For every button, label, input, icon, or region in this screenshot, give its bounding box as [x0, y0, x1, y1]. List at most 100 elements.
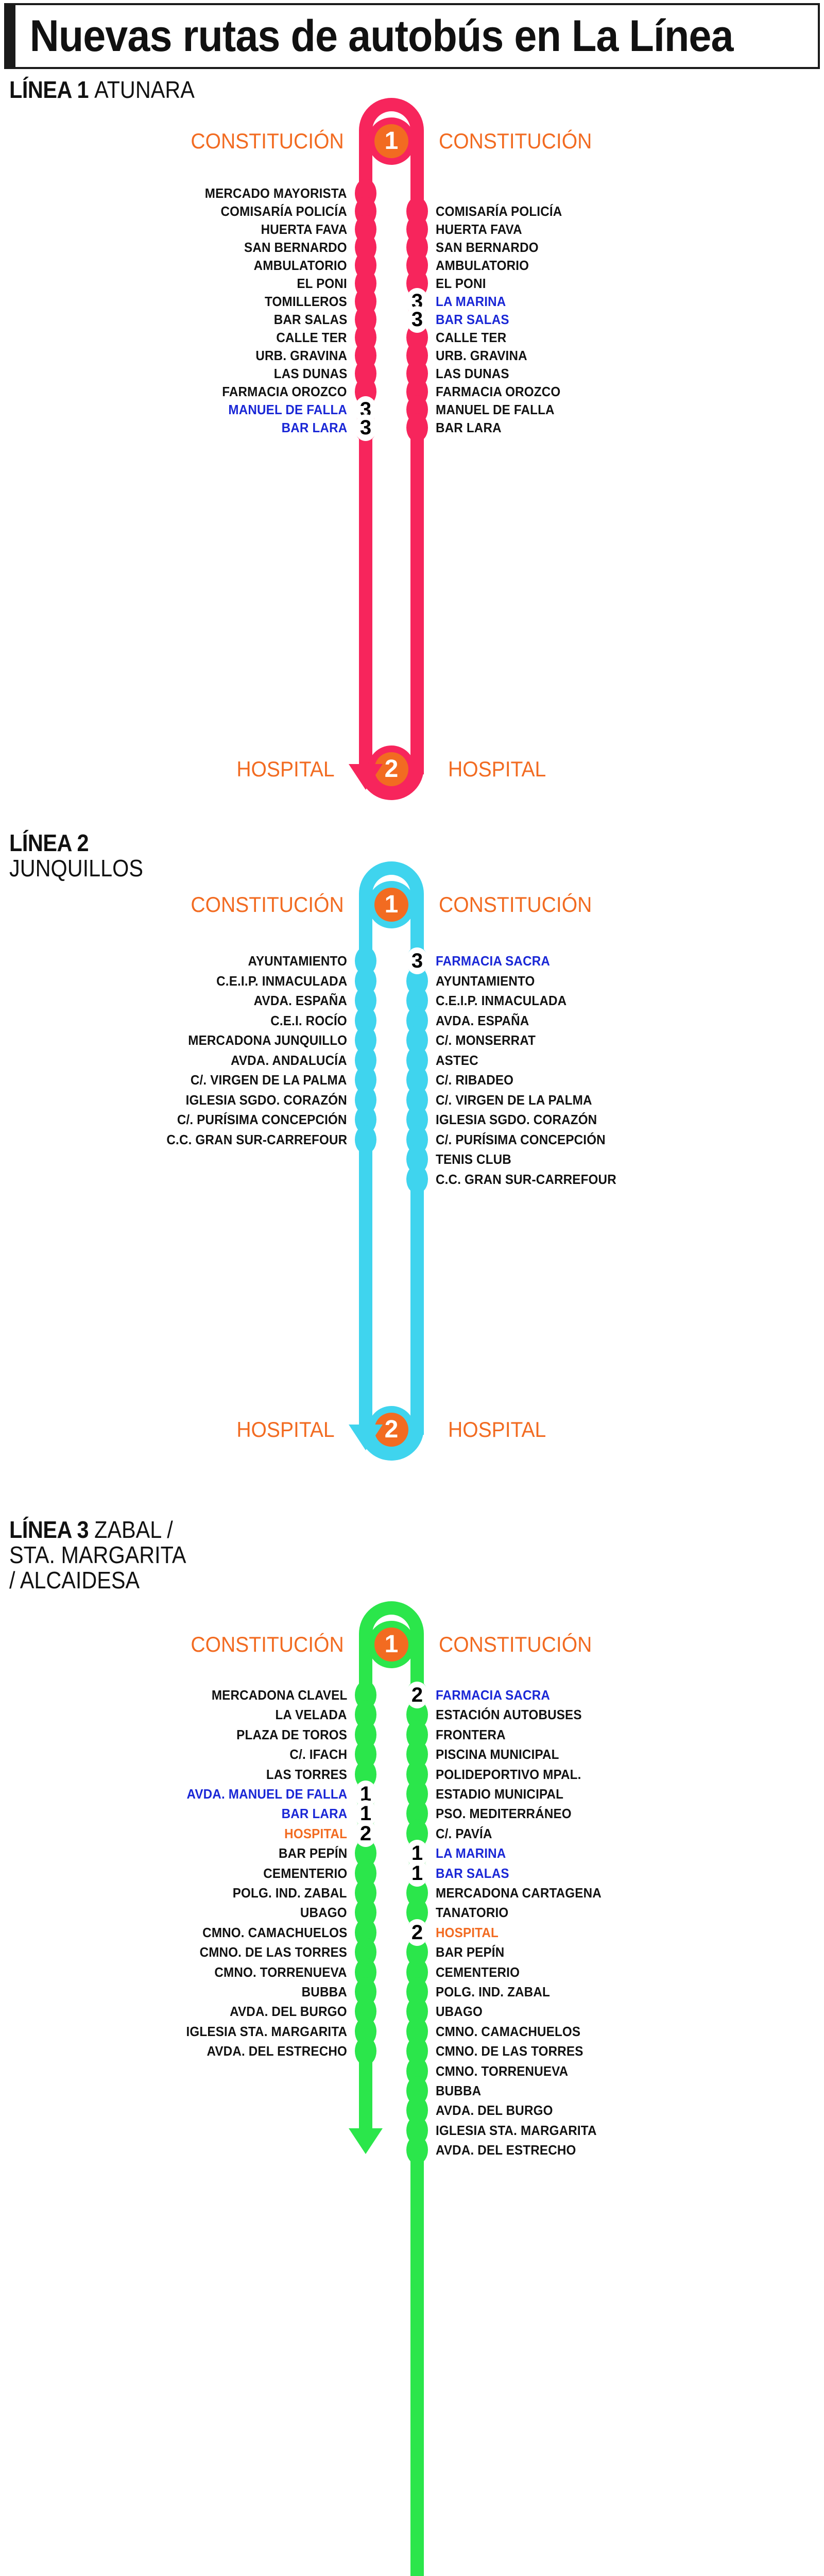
line-1-right-stop-label: SAN BERNARDO	[436, 240, 539, 255]
line-2-left-stop-label: MERCADONA JUNQUILLO	[188, 1032, 347, 1048]
line-3-left-stop-label: AVDA. DEL BURGO	[230, 2004, 347, 2020]
line-1-right-stop-label: LAS DUNAS	[436, 366, 509, 381]
line-2-start-terminus-badge: 1	[374, 888, 408, 922]
line-1-right-stop-label: EL PONI	[436, 276, 486, 291]
line-2-left-stop-label: C.E.I.P. INMACULADA	[216, 973, 347, 989]
line-2-left-stop-marker	[355, 1125, 376, 1154]
page-title: Nuevas rutas de autobús en La Línea	[29, 11, 734, 61]
line-3-right-stop-label: CMNO. TORRENUEVA	[436, 2063, 569, 2079]
line-1-left-stop-label: SAN BERNARDO	[244, 240, 347, 255]
line-2-end-terminus-label-right: HOSPITAL	[448, 1417, 546, 1442]
line-3-right-stop-label: MERCADONA CARTAGENA	[436, 1885, 602, 1901]
line-1-direction-arrow-icon	[349, 764, 383, 790]
line-3-left-stop-label: CMNO. TORRENUEVA	[214, 1964, 347, 1980]
line-1-left-stop-label: LAS DUNAS	[273, 366, 347, 381]
line-3-left-stop-label: CMNO. CAMACHUELOS	[202, 1924, 347, 1940]
line-2-start-terminus-label-left: CONSTITUCIÓN	[191, 892, 344, 917]
line-3-start-terminus-badge: 1	[374, 1628, 408, 1662]
line-3-left-stop-label: MERCADONA CLAVEL	[211, 1687, 347, 1703]
line-3-right-stop-label: CMNO. DE LAS TORRES	[436, 2043, 583, 2059]
line-2-left-stop-label: IGLESIA SGDO. CORAZÓN	[185, 1092, 347, 1108]
line-1-right-stop-label: AMBULATORIO	[436, 258, 529, 273]
line-3-name: ZABAL /	[94, 1516, 173, 1543]
line-3-right-stop-label: LA MARINA	[436, 1845, 506, 1861]
line-1-left-stop-label: URB. GRAVINA	[255, 348, 347, 363]
line-2-heading-row: JUNQUILLOS	[9, 855, 362, 881]
line-1-start-terminus-label-left: CONSTITUCIÓN	[191, 129, 344, 153]
line-3-name: STA. MARGARITA	[9, 1541, 186, 1568]
line-2-right-transfer-badge[interactable]: 3	[406, 947, 428, 974]
line-3-right-transfer-badge[interactable]: 2	[406, 1919, 428, 1946]
line-1-label: LÍNEA 1	[9, 76, 95, 103]
line-1-left-stop-label: TOMILLEROS	[265, 294, 347, 309]
line-3-start-terminus-label-left: CONSTITUCIÓN	[191, 1632, 344, 1656]
line-3-left-stop-label: CMNO. DE LAS TORRES	[199, 1944, 347, 1960]
line-3-left-stop-label: BUBBA	[301, 1984, 347, 1999]
line-3-left-stop-label: LA VELADA	[275, 1707, 347, 1723]
line-2-left-stop-label: C/. PURÍSIMA CONCEPCIÓN	[177, 1112, 347, 1127]
line-3-left-stop-label: POLG. IND. ZABAL	[233, 1885, 347, 1901]
line-2-left-stop-label: C.C. GRAN SUR-CARREFOUR	[166, 1131, 347, 1147]
line-1-right-stop-label: LA MARINA	[436, 294, 506, 309]
line-2-right-stop-label: C/. MONSERRAT	[436, 1032, 536, 1048]
line-1-right-stop-label: BAR LARA	[436, 420, 502, 435]
line-3-heading-row: LÍNEA 3 ZABAL /	[9, 1517, 362, 1543]
line-3-right-stop-label: HOSPITAL	[436, 1924, 499, 1940]
line-1-end-terminus-label-right: HOSPITAL	[448, 757, 546, 781]
line-3-left-stop-label: CEMENTERIO	[263, 1865, 347, 1881]
line-1-right-stop-label: URB. GRAVINA	[436, 348, 527, 363]
line-3-right-stop-label: FARMACIA SACRA	[436, 1687, 551, 1703]
line-3-right-stop-label: ESTACIÓN AUTOBUSES	[436, 1707, 582, 1723]
line-3-heading-row: / ALCAIDESA	[9, 1566, 362, 1594]
line-3-right-stop-label: FRONTERA	[436, 1726, 506, 1742]
line-3-right-stop-label: CMNO. CAMACHUELOS	[436, 2023, 581, 2039]
line-3-left-stop-label: PLAZA DE TOROS	[236, 1726, 347, 1742]
line-3-right-stop-label: BUBBA	[436, 2083, 482, 2098]
line-1-name: ATUNARA	[94, 76, 195, 103]
line-2-start-terminus-label-right: CONSTITUCIÓN	[439, 892, 592, 917]
line-1-left-stop-label: CALLE TER	[276, 330, 347, 345]
line-3-left-stop-marker	[355, 2037, 376, 2066]
line-2-right-stop-label: FARMACIA SACRA	[436, 953, 551, 969]
line-3-right-stop-label: POLIDEPORTIVO MPAL.	[436, 1766, 581, 1782]
line-1-left-stop-label: FARMACIA OROZCO	[222, 384, 347, 399]
line-3-left-stop-label: C/. IFACH	[289, 1747, 347, 1762]
line-1-left-stop-label: MERCADO MAYORISTA	[205, 185, 347, 201]
line-3-left-stop-label: LAS TORRES	[266, 1766, 347, 1782]
line-3-right-stop-marker	[406, 2136, 428, 2165]
line-3-right-transfer-badge[interactable]: 2	[406, 1682, 428, 1708]
line-3-right-stop-label: UBAGO	[436, 2004, 483, 2020]
line-3-right-stop-label: AVDA. DEL BURGO	[436, 2103, 553, 2119]
line-2-direction-arrow-icon	[349, 1425, 383, 1450]
line-3-start-terminus-label-right: CONSTITUCIÓN	[439, 1632, 592, 1656]
line-3-name: / ALCAIDESA	[9, 1566, 140, 1594]
line-1-start-terminus-badge: 1	[374, 124, 408, 158]
line-3-right-stop-label: TANATORIO	[436, 1905, 509, 1921]
line-1-right-stop-marker	[406, 413, 428, 442]
header-banner: Nuevas rutas de autobús en La Línea	[4, 3, 820, 69]
line-1-left-transfer-badge[interactable]: 3	[354, 414, 377, 441]
line-3-left-stop-label: BAR LARA	[281, 1806, 347, 1822]
line-2-right-stop-label: C/. VIRGEN DE LA PALMA	[436, 1092, 592, 1108]
line-2-end-terminus-label-left: HOSPITAL	[236, 1417, 335, 1442]
line-1-left-stop-label: MANUEL DE FALLA	[228, 402, 347, 417]
line-3-left-stop-label: HOSPITAL	[284, 1825, 347, 1841]
line-3-right-transfer-badge[interactable]: 1	[406, 1859, 428, 1887]
line-3-left-stop-label: AVDA. MANUEL DE FALLA	[186, 1786, 347, 1802]
line-3-left-stop-label: BAR PEPÍN	[278, 1845, 347, 1861]
line-1-right-stop-label: COMISARÍA POLICÍA	[436, 204, 562, 219]
line-2-label: LÍNEA 2	[9, 829, 89, 856]
line-2-right-stop-label: C.E.I.P. INMACULADA	[436, 993, 567, 1008]
line-3-heading-row: STA. MARGARITA	[9, 1541, 362, 1568]
line-3-right-stop-label: BAR SALAS	[436, 1865, 509, 1881]
line-3-heading: LÍNEA 3 ZABAL /STA. MARGARITA/ ALCAIDESA	[9, 1517, 401, 1592]
line-2-left-stop-label: AVDA. ANDALUCÍA	[231, 1052, 347, 1068]
line-2-right-stop-label: C/. RIBADEO	[436, 1072, 514, 1088]
line-1-left-stop-label: EL PONI	[297, 276, 347, 291]
line-3-right-stop-label: ESTADIO MUNICIPAL	[436, 1786, 564, 1802]
line-1-right-transfer-badge[interactable]: 3	[406, 306, 428, 333]
line-3-left-stop-label: UBAGO	[300, 1905, 347, 1921]
line-3-left-transfer-badge[interactable]: 2	[354, 1820, 377, 1847]
line-3-direction-arrow-icon	[349, 2128, 383, 2155]
